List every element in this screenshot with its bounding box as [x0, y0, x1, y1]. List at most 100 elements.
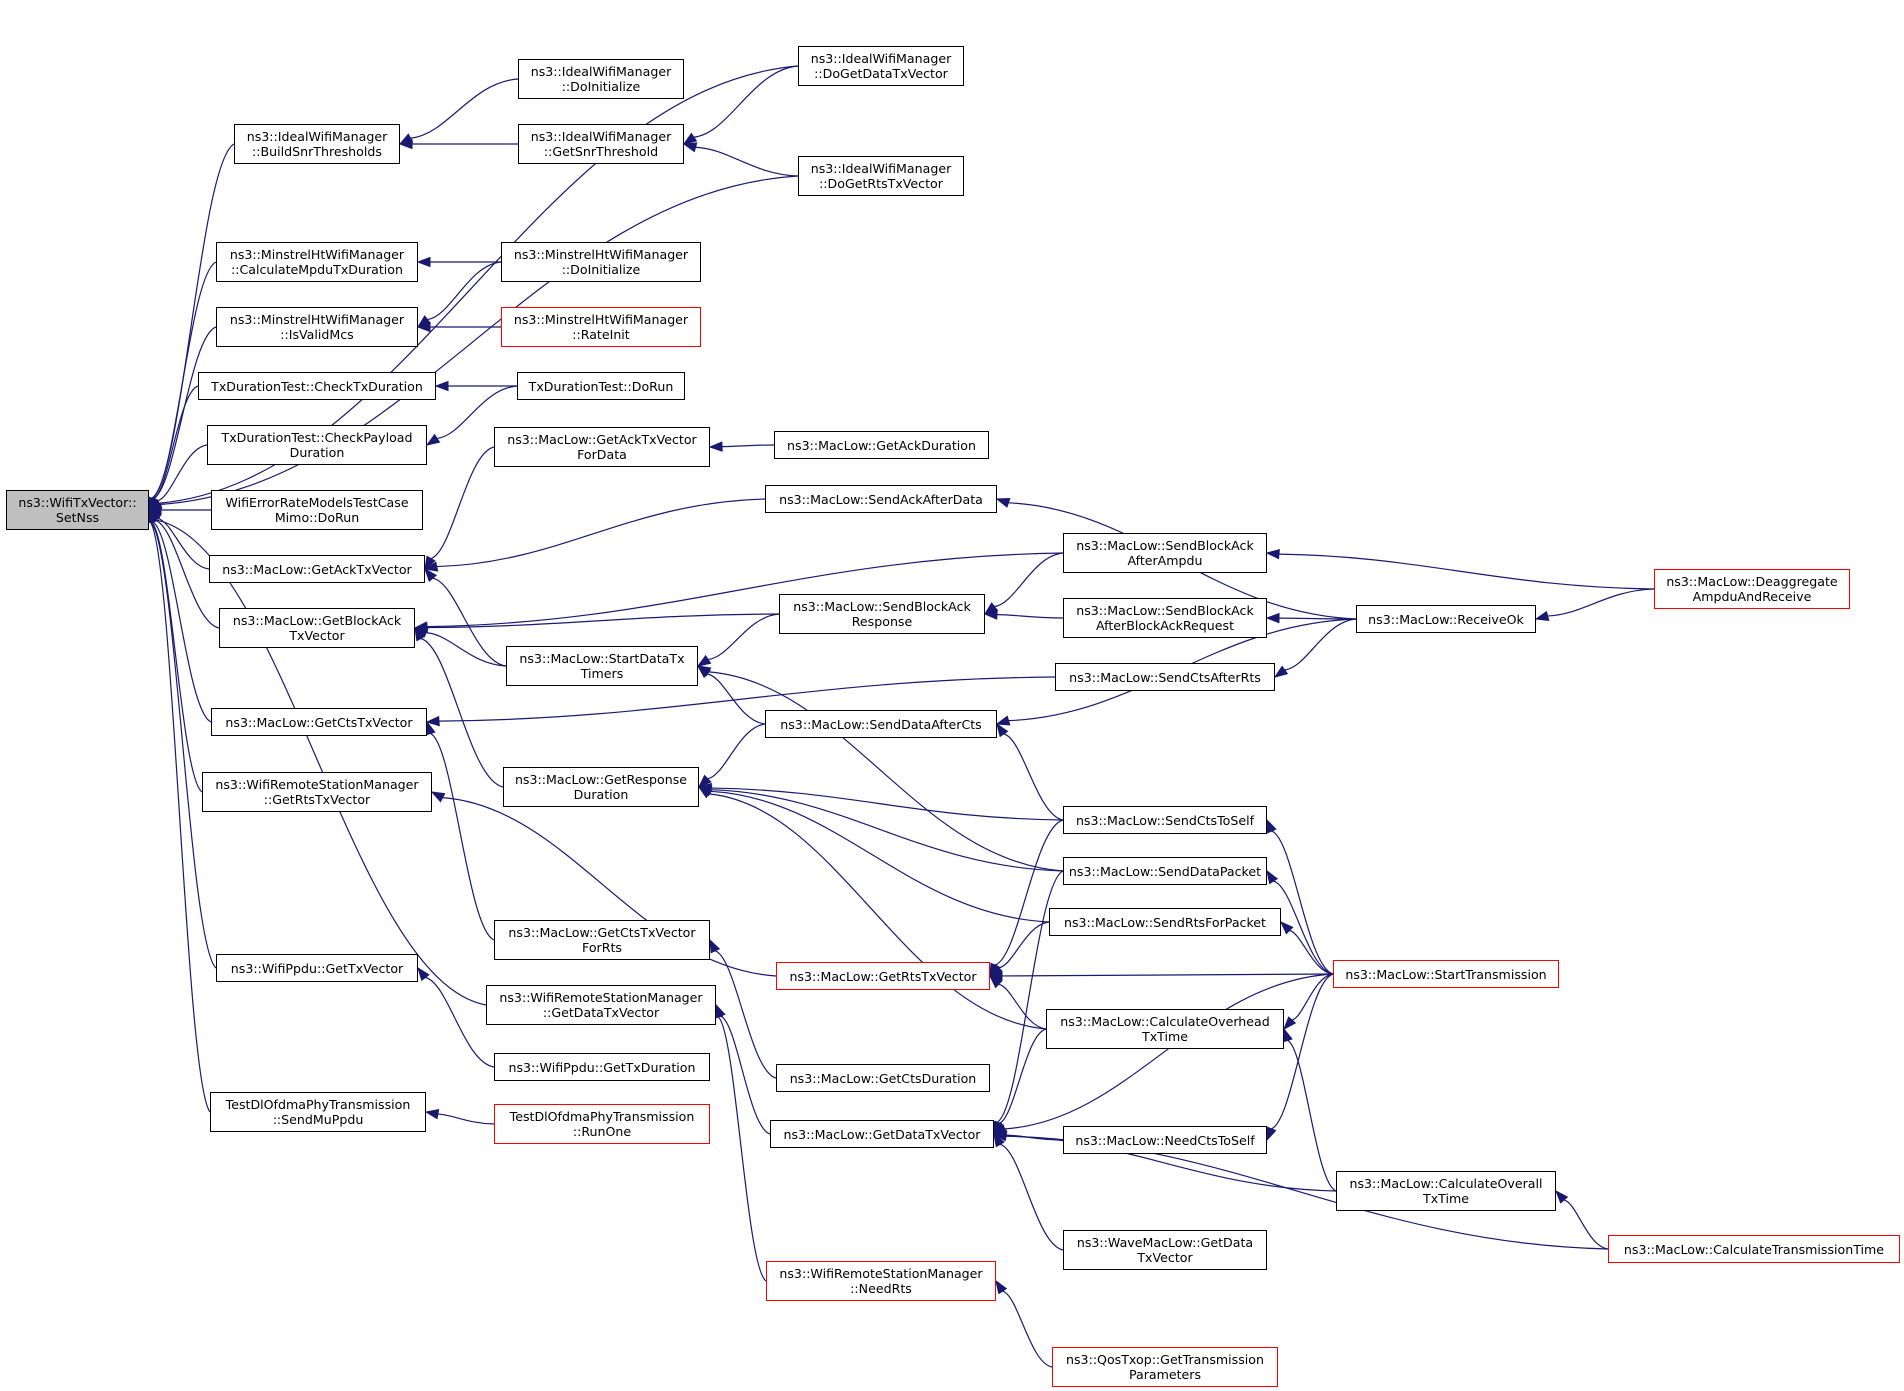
- node-ideal-getsnr[interactable]: ns3::IdealWifiManager::GetSnrThreshold: [518, 124, 684, 164]
- arrowhead: [708, 441, 723, 452]
- edge-line: [706, 673, 766, 725]
- edge-calcoverhead-starttransmission: [1283, 973, 1334, 1031]
- node-sendrtsforpacket[interactable]: ns3::MacLow::SendRtsForPacket: [1049, 908, 1281, 936]
- edge-ideal_getsnr-ideal_getdata: [682, 65, 799, 145]
- node-getrtstx[interactable]: ns3::MacLow::GetRtsTxVector: [776, 962, 990, 990]
- arrowhead: [983, 609, 998, 620]
- node-getdatatx[interactable]: ns3::MacLow::GetDataTxVector: [770, 1120, 994, 1148]
- edge-line: [998, 983, 1047, 1030]
- node-getctstx[interactable]: ns3::MacLow::GetCtsTxVector: [211, 708, 427, 736]
- node-label-line: ns3::WifiPpdu::GetTxDuration: [508, 1059, 696, 1075]
- node-wifippdu-getdur[interactable]: ns3::WifiPpdu::GetTxDuration: [494, 1053, 710, 1081]
- edge-line: [1001, 973, 1334, 977]
- node-ideal-doinit[interactable]: ns3::IdealWifiManager::DoInitialize: [518, 59, 684, 99]
- arrowhead: [1283, 1016, 1297, 1031]
- node-minstrel-calc[interactable]: ns3::MinstrelHtWifiManager::CalculateMpd…: [216, 242, 418, 282]
- node-sendackafterdata[interactable]: ns3::MacLow::SendAckAfterData: [765, 485, 997, 513]
- node-label-line: TxDurationTest::CheckTxDuration: [211, 378, 423, 394]
- node-label-line: ::DoInitialize: [561, 262, 641, 277]
- node-label-line: ::NeedRts: [850, 1281, 912, 1296]
- node-getctsdur[interactable]: ns3::MacLow::GetCtsDuration: [776, 1064, 990, 1092]
- node-label-line: ns3::MacLow::SendCtsAfterRts: [1069, 669, 1261, 685]
- node-calctransmission[interactable]: ns3::MacLow::CalculateTransmissionTime: [1608, 1235, 1900, 1263]
- edge-getblockack-sendblockackresp: [413, 613, 780, 633]
- edge-wrsm_getdata-wrsm_needrts: [713, 1003, 767, 1282]
- node-getackdur[interactable]: ns3::MacLow::GetAckDuration: [774, 431, 989, 459]
- edge-line: [151, 261, 217, 499]
- edge-getrtstx-sendrtsforpacket: [988, 921, 1050, 977]
- node-label-line: ns3::MacLow::GetBlockAck: [232, 613, 402, 628]
- node-wifippdu-gettx[interactable]: ns3::WifiPpdu::GetTxVector: [216, 954, 418, 982]
- node-wrsm-needrts[interactable]: ns3::WifiRemoteStationManager::NeedRts: [766, 1261, 996, 1301]
- node-label-line: ns3::MacLow::CalculateOverall: [1349, 1176, 1543, 1191]
- node-label-line: ns3::MinstrelHtWifiManager: [513, 312, 689, 327]
- edge-getacktx-startdatatx: [424, 567, 507, 667]
- node-ideal-getdata[interactable]: ns3::IdealWifiManager::DoGetDataTxVector: [798, 46, 964, 86]
- node-label-line: ns3::MacLow::GetCtsDuration: [789, 1070, 977, 1086]
- node-wrsm-getrts[interactable]: ns3::WifiRemoteStationManager::GetRtsTxV…: [202, 772, 432, 812]
- edge-line: [710, 789, 1064, 872]
- arrowhead: [992, 1131, 1008, 1142]
- node-ideal-getrts[interactable]: ns3::IdealWifiManager::DoGetRtsTxVector: [798, 156, 964, 196]
- node-sendctsafterrts[interactable]: ns3::MacLow::SendCtsAfterRts: [1055, 663, 1275, 691]
- node-label-line: ns3::MacLow::GetRtsTxVector: [789, 968, 977, 984]
- node-testdl-runone[interactable]: TestDlOfdmaPhyTransmission::RunOne: [494, 1104, 710, 1144]
- node-txdur-check[interactable]: TxDurationTest::CheckTxDuration: [198, 372, 436, 400]
- node-sendctstoself[interactable]: ns3::MacLow::SendCtsToSelf: [1063, 806, 1267, 834]
- edge-line: [996, 614, 1064, 619]
- arrowhead: [995, 498, 1011, 508]
- edge-wrsm_getdata-getdatatx: [715, 1003, 771, 1135]
- arrowhead: [1555, 1189, 1569, 1204]
- node-testdl-send[interactable]: TestDlOfdmaPhyTransmission::SendMuPpdu: [210, 1092, 426, 1132]
- edge-line: [158, 65, 799, 504]
- node-senddataaftercts[interactable]: ns3::MacLow::SendDataAfterCts: [765, 710, 997, 738]
- node-wrsm-getdata[interactable]: ns3::WifiRemoteStationManager::GetDataTx…: [486, 985, 716, 1025]
- node-ideal-build[interactable]: ns3::IdealWifiManager::BuildSnrThreshold…: [234, 124, 400, 164]
- node-label-line: Parameters: [1128, 1367, 1202, 1382]
- node-senddatapacket[interactable]: ns3::MacLow::SendDataPacket: [1063, 857, 1267, 885]
- edge-setnss-testdl_send: [145, 508, 211, 1113]
- node-label-line: ns3::MacLow::SendDataAfterCts: [780, 716, 982, 732]
- node-label-line: ns3::MacLow::CalculateTransmissionTime: [1623, 1241, 1885, 1257]
- node-label-line: ns3::MacLow::GetDataTxVector: [783, 1126, 981, 1142]
- arrowhead: [1273, 665, 1289, 678]
- node-minstrel-rateinit[interactable]: ns3::MinstrelHtWifiManager::RateInit: [501, 307, 701, 347]
- node-minstrel-isvalid[interactable]: ns3::MinstrelHtWifiManager::IsValidMcs: [216, 307, 418, 347]
- node-receiveok[interactable]: ns3::MacLow::ReceiveOk: [1356, 605, 1536, 633]
- edge-line: [432, 577, 507, 667]
- edge-getacktxfordata-getackdur: [708, 441, 775, 452]
- node-label-line: ns3::MacLow::StartTransmission: [1345, 966, 1547, 982]
- arrowhead: [414, 626, 426, 642]
- node-label-line: Response: [851, 614, 913, 629]
- node-label-line: ns3::MacLow::StartDataTx: [519, 651, 685, 666]
- node-label-line: ::GetDataTxVector: [542, 1005, 660, 1020]
- node-getacktx[interactable]: ns3::MacLow::GetAckTxVector: [209, 555, 425, 583]
- node-label-line: ns3::WaveMacLow::GetData: [1076, 1235, 1254, 1250]
- edge-ideal_build-ideal_getsnr: [398, 138, 518, 150]
- edge-calcoverall-calctransmission: [1555, 1189, 1609, 1250]
- edge-receiveok-deaggregate: [1534, 588, 1655, 621]
- node-label-line: ns3::MinstrelHtWifiManager: [513, 247, 689, 262]
- edge-getblockack-getresponse: [414, 626, 504, 788]
- node-starttransmission[interactable]: ns3::MacLow::StartTransmission: [1333, 960, 1559, 988]
- node-txdur-dorun[interactable]: TxDurationTest::DoRun: [517, 372, 685, 400]
- node-label-line: ns3::IdealWifiManager: [810, 161, 952, 176]
- node-needctstoself[interactable]: ns3::MacLow::NeedCtsToSelf: [1063, 1126, 1267, 1154]
- node-minstrel-doinit[interactable]: ns3::MinstrelHtWifiManager::DoInitialize: [501, 242, 701, 282]
- edge-line: [994, 552, 1064, 608]
